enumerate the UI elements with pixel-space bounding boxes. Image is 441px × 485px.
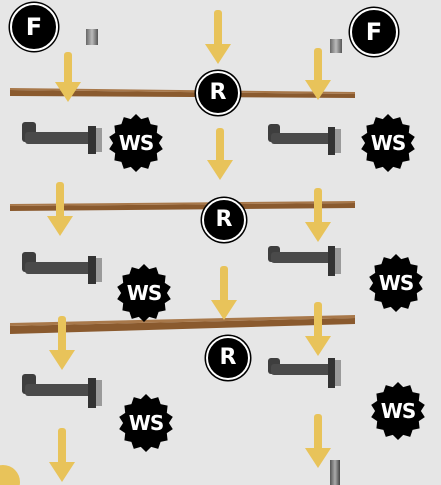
wooden-shelf-1 xyxy=(10,88,355,98)
down-arrow-icon xyxy=(207,128,233,180)
wall-support-label: WS xyxy=(118,131,154,155)
down-arrow-icon xyxy=(305,302,331,356)
reducer-badge-1: R xyxy=(196,71,240,115)
wall-support-badge-1: WS xyxy=(106,113,166,173)
starburst-badge-icon xyxy=(119,394,173,452)
starburst-badge-icon xyxy=(117,264,171,322)
starburst-badge-icon xyxy=(371,382,425,440)
pipe-bracket-right-2 xyxy=(268,246,341,276)
reducer-label: R xyxy=(219,345,237,370)
wooden-shelf-2 xyxy=(10,201,355,211)
wall-support-label: WS xyxy=(378,271,414,295)
wall-support-badge-5: WS xyxy=(116,393,176,453)
pipe-bracket-left-1 xyxy=(22,122,102,154)
pipe-bracket-right-1 xyxy=(268,124,341,155)
starburst-badge-icon xyxy=(361,114,415,172)
down-arrow-icon xyxy=(305,414,331,468)
pipe-stub-top-right xyxy=(330,39,342,53)
down-arrow-icon xyxy=(47,182,73,236)
starburst-badge-icon xyxy=(369,254,423,312)
pipe-bracket-left-2 xyxy=(22,252,102,284)
wall-support-label: WS xyxy=(370,131,406,155)
wall-support-label: WS xyxy=(380,399,416,423)
wall-support-badge-2: WS xyxy=(358,113,418,173)
down-arrow-icon xyxy=(305,48,331,100)
flange-badge-right: F xyxy=(350,8,398,56)
pipe-bracket-left-3 xyxy=(22,374,102,408)
pipe-stub-bottom-right xyxy=(330,460,340,485)
corner-dot xyxy=(0,465,20,485)
down-arrow-icon xyxy=(49,428,75,482)
starburst-badge-icon xyxy=(109,114,163,172)
reducer-label: R xyxy=(215,207,233,232)
wooden-shelf-3 xyxy=(10,315,355,334)
reducer-badge-2: R xyxy=(202,198,246,242)
down-arrow-icon xyxy=(205,10,231,64)
wall-support-badge-3: WS xyxy=(114,263,174,323)
wall-support-badge-4: WS xyxy=(366,253,426,313)
down-arrow-icon xyxy=(49,316,75,370)
wall-support-badge-6: WS xyxy=(368,381,428,441)
flange-label: F xyxy=(25,13,43,41)
reducer-label: R xyxy=(209,80,227,105)
down-arrow-icon xyxy=(55,52,81,102)
pipe-bracket-right-3 xyxy=(268,358,341,388)
flange-badge-left: F xyxy=(10,3,58,51)
pipe-stub-top-left xyxy=(86,29,98,45)
wall-support-label: WS xyxy=(128,411,164,435)
wall-support-label: WS xyxy=(126,281,162,305)
down-arrow-icon xyxy=(305,188,331,242)
flange-label: F xyxy=(365,18,383,46)
down-arrow-icon xyxy=(211,266,237,320)
reducer-badge-3: R xyxy=(206,336,250,380)
